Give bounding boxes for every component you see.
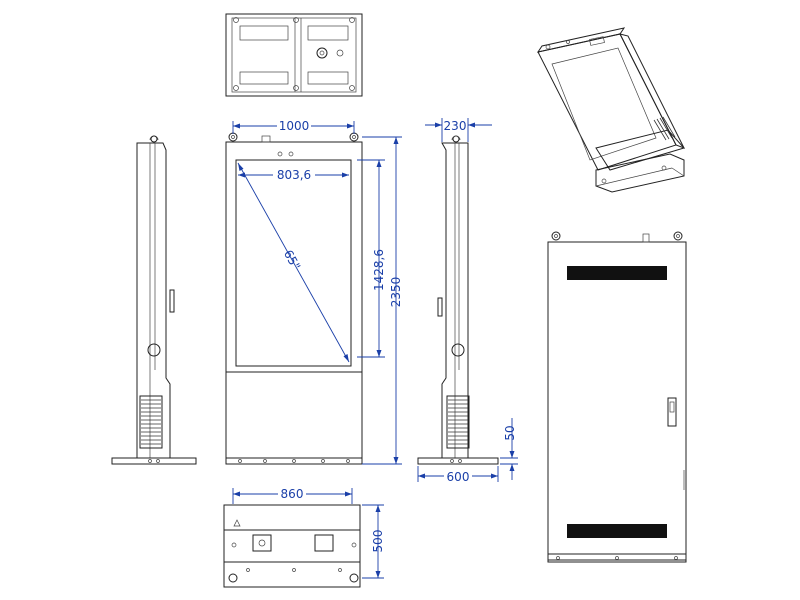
rear-view <box>547 231 687 563</box>
front-view <box>225 132 363 465</box>
top-view <box>225 13 363 97</box>
dim-bottom-width-label: 860 <box>281 487 304 501</box>
rear-top-vent <box>567 266 667 280</box>
iso-vent <box>653 116 676 141</box>
door-handle <box>667 397 677 427</box>
dim-front-width: 1000 <box>232 118 355 134</box>
dim-screen-width: 803,6 <box>238 167 349 182</box>
dim-screen-diagonal: 65" <box>237 162 350 363</box>
dim-screen-diagonal-label: 65" <box>281 248 303 273</box>
bottom-view <box>223 504 361 588</box>
dim-total-height-label: 2350 <box>389 277 403 308</box>
dim-base-depth: 600 <box>417 466 499 484</box>
left-side-view <box>111 135 197 465</box>
dim-side-depth: 230 <box>425 118 492 142</box>
isometric-view <box>536 27 686 193</box>
right-vent-grille <box>446 395 470 449</box>
dim-base-depth-label: 600 <box>447 470 470 484</box>
dim-bottom-width: 860 <box>232 486 353 504</box>
dim-screen-height-label: 1428,6 <box>372 249 386 291</box>
dim-front-width-label: 1000 <box>279 119 310 133</box>
right-side-view <box>417 135 499 465</box>
dim-base-height: 50 <box>500 418 518 480</box>
dim-bottom-depth-label: 500 <box>371 530 385 553</box>
dim-screen-width-label: 803,6 <box>277 168 311 182</box>
dim-side-depth-label: 230 <box>444 119 467 133</box>
left-vent-grille <box>139 395 163 449</box>
rear-bottom-vent <box>567 524 667 538</box>
dim-total-height: 2350 <box>362 136 403 465</box>
dim-bottom-depth: 500 <box>362 504 385 579</box>
dim-screen-height: 1428,6 <box>357 159 386 358</box>
dim-base-height-label: 50 <box>503 425 517 440</box>
